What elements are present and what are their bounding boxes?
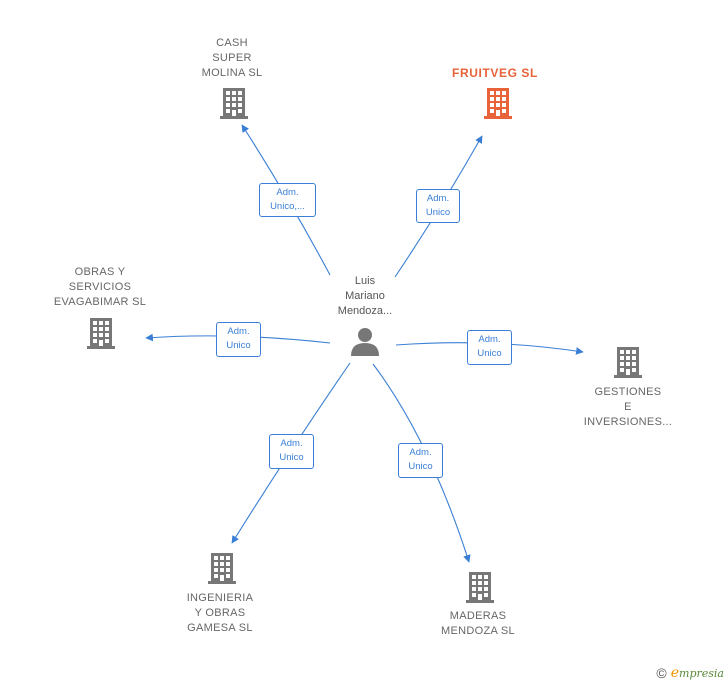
person-icon[interactable] — [351, 328, 379, 356]
building-icon-obras[interactable] — [87, 318, 115, 349]
company-label-obras[interactable]: OBRAS Y SERVICIOS EVAGABIMAR SL — [53, 266, 147, 308]
brand-name: mpresia — [679, 667, 724, 680]
person-name[interactable]: Luis Mariano Mendoza... — [337, 275, 393, 317]
edge-label-fruitveg[interactable]: Adm. Unico — [416, 189, 460, 223]
brand-watermark: © empresia — [656, 665, 724, 681]
brand-initial: e — [670, 665, 680, 681]
building-icon-fruitveg[interactable] — [484, 88, 512, 119]
edge-label-maderas[interactable]: Adm. Unico — [398, 443, 443, 478]
edge-label-gestiones[interactable]: Adm. Unico — [467, 330, 512, 365]
company-label-ingenieria[interactable]: INGENIERIA Y OBRAS GAMESA SL — [186, 592, 254, 634]
company-label-fruitveg[interactable]: FRUITVEG SL — [452, 66, 538, 80]
company-label-cash[interactable]: CASH SUPER MOLINA SL — [201, 37, 263, 79]
building-icon-gestiones[interactable] — [614, 347, 642, 378]
building-icon-ingenieria[interactable] — [208, 553, 236, 584]
building-icon-maderas[interactable] — [466, 572, 494, 603]
edge-label-ingenieria[interactable]: Adm. Unico — [269, 434, 314, 469]
edge-label-obras[interactable]: Adm. Unico — [216, 322, 261, 357]
company-label-gestiones[interactable]: GESTIONES E INVERSIONES... — [583, 386, 673, 428]
copyright-symbol: © — [656, 665, 667, 681]
edge-label-cash[interactable]: Adm. Unico,... — [259, 183, 316, 217]
building-icon-cash[interactable] — [220, 88, 248, 119]
company-label-maderas[interactable]: MADERAS MENDOZA SL — [441, 610, 515, 637]
